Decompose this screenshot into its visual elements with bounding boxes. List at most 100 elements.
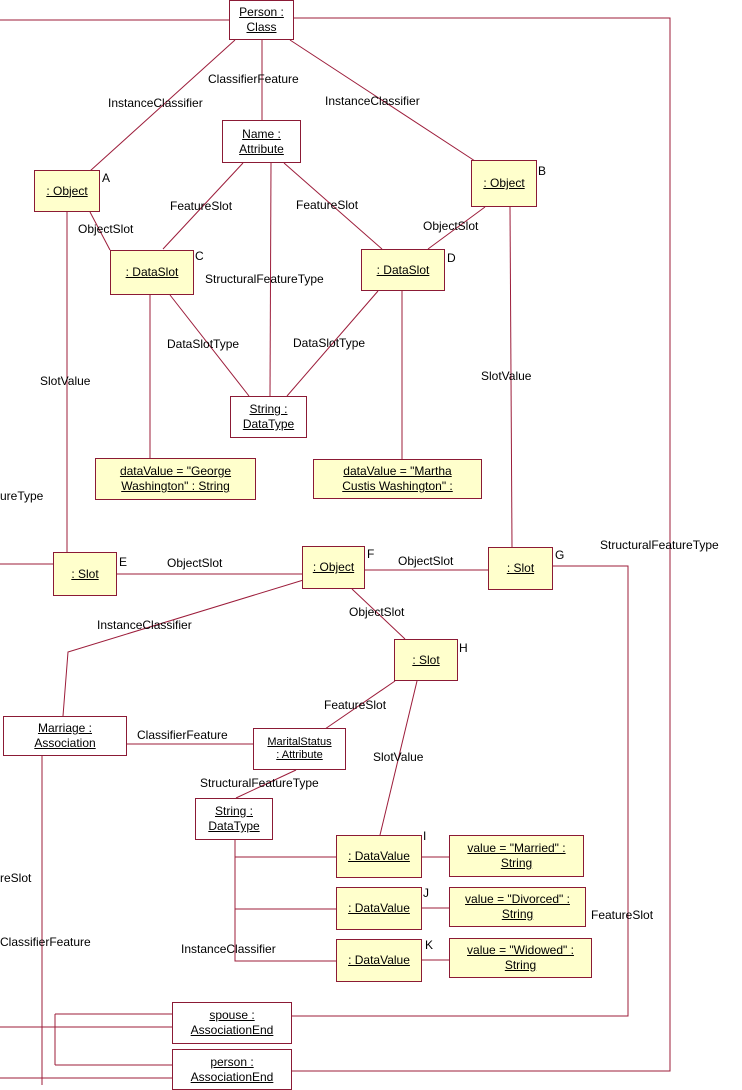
node-line: spouse : [209,1008,255,1022]
string-datatype-node-2[interactable]: String : DataType [195,798,273,840]
maritalstatus-attribute-node[interactable]: MaritalStatus : Attribute [253,728,346,770]
label-slot-value-h: SlotValue [373,750,424,764]
node-line: Attribute [239,141,284,156]
edge-dataslot-c-string [169,294,250,397]
tag-b: B [538,164,547,178]
tag-k: K [425,938,434,952]
object-f-node[interactable]: : Object [302,546,365,589]
node-line: String [501,907,534,921]
slot-e-node[interactable]: : Slot [53,552,117,596]
node-line: : Slot [506,561,535,575]
node-line: Marriage : [37,721,93,735]
label-structural-feature-type-marital: StructuralFeatureType [200,776,319,790]
node-line: Washington" : String [121,479,230,493]
label-classifier-feature-top: ClassifierFeature [208,72,299,86]
node-line: Class [246,20,277,34]
tag-g: G [555,548,565,562]
node-line: dataValue = "Martha [343,464,452,478]
edge-object-b-slot-g [509,206,513,548]
value-widowed-node[interactable]: value = "Widowed" : String [449,938,592,978]
node-line: value = "Widowed" : [467,943,574,957]
edge-dataslot-d-string [286,290,379,397]
label-re-slot-cut: reSlot [0,871,32,885]
node-line: DataType [242,417,295,431]
object-b-node[interactable]: : Object [471,160,537,207]
label-classifier-feature-marriage: ClassifierFeature [137,728,228,742]
datavalue-martha-node[interactable]: dataValue = "Martha Custis Washington" : [313,459,482,499]
node-line: : Slot [71,566,99,581]
spouse-associationend-node[interactable]: spouse : AssociationEnd [172,1002,292,1044]
node-line: : Object [46,183,88,198]
node-line: String [504,958,537,972]
node-line: Custis Washington" : [342,479,453,493]
value-married-node[interactable]: value = "Married" : String [449,835,584,877]
marriage-association-node[interactable]: Marriage : Association [3,716,127,756]
node-line: dataValue = "George [119,464,232,478]
node-line: AssociationEnd [190,1069,274,1084]
dataslot-d-node[interactable]: : DataSlot [361,249,445,291]
node-line: : DataSlot [376,262,430,277]
label-classifier-feature-cut: ClassifierFeature [0,935,91,949]
node-line: String : [214,804,253,818]
label-object-slot-b: ObjectSlot [423,219,479,233]
node-line: value = "Divorced" : [465,892,570,906]
person-class-node[interactable]: Person : Class [229,0,294,40]
label-object-slot-e: ObjectSlot [167,556,223,570]
edge-slot-h-datavalue-i [379,680,418,836]
string-datatype-node-1[interactable]: String : DataType [230,396,307,438]
label-slot-value-right: SlotValue [481,369,532,383]
tag-c: C [195,249,204,263]
edge-marital-string [235,769,297,799]
label-object-slot-g: ObjectSlot [398,554,454,568]
node-line: String [500,856,533,870]
node-line: DataType [208,819,260,833]
name-attribute-node[interactable]: Name : Attribute [222,120,301,163]
node-line: : DataSlot [125,265,179,279]
label-feature-slot-right: FeatureSlot [296,198,359,212]
node-line: person : [210,1054,254,1069]
value-divorced-node[interactable]: value = "Divorced" : String [449,887,586,927]
edge-name-string [269,162,272,397]
node-line: : Object [483,176,525,190]
person-associationend-node[interactable]: person : AssociationEnd [172,1049,292,1090]
edge-slot-h-marital [324,680,396,730]
edge-slot-g-spouse-end [292,565,629,1017]
datavalue-j-node[interactable]: : DataValue [336,887,422,930]
node-line: : DataValue [348,953,410,967]
label-slot-value-left: SlotValue [40,374,91,388]
edge-name-dataslot-d [283,162,383,250]
datavalue-i-node[interactable]: : DataValue [336,835,422,878]
label-object-slot-h: ObjectSlot [349,605,405,619]
edge-object-f-marriage [62,577,311,717]
node-line: : Attribute [276,749,323,761]
edge-name-dataslot-c [162,162,244,250]
label-instance-classifier-f: InstanceClassifier [97,618,192,632]
node-line: String : [249,402,288,416]
edge-object-a-dataslot-c [89,211,111,251]
label-instance-classifier-right: InstanceClassifier [325,94,420,108]
node-line: MaritalStatus [267,736,332,748]
object-a-node[interactable]: : Object [34,170,100,212]
datavalue-k-node[interactable]: : DataValue [336,939,422,982]
node-line: : Object [312,560,355,574]
slot-h-node[interactable]: : Slot [394,639,458,681]
node-line: : Slot [412,652,440,667]
label-feature-slot-h: FeatureSlot [324,698,387,712]
node-line: : DataValue [348,901,410,915]
label-instance-classifier-bottom: InstanceClassifier [181,942,276,956]
tag-j: J [423,886,429,900]
label-ure-type-cut: ureType [0,489,44,503]
dataslot-c-node[interactable]: : DataSlot [110,250,194,295]
edge-person-top-right-loop [292,17,671,1072]
node-line: Person : [239,5,284,19]
tag-d: D [447,251,456,265]
tag-e: E [119,555,128,569]
slot-g-node[interactable]: : Slot [488,547,553,590]
datavalue-george-node[interactable]: dataValue = "George Washington" : String [95,458,256,500]
label-data-slot-type-right: DataSlotType [293,336,366,350]
label-data-slot-type-left: DataSlotType [167,337,240,351]
label-structural-feature-type-right: StructuralFeatureType [600,538,719,552]
tag-i: I [423,829,427,843]
